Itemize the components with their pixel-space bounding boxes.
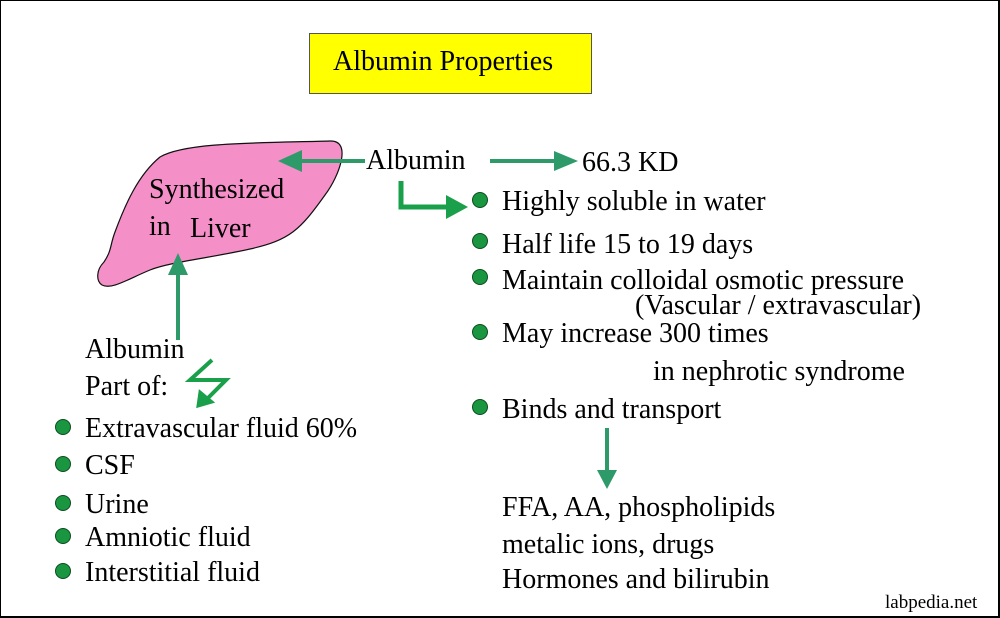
property-item: Half life 15 to 19 days [502, 229, 754, 260]
property-subtext: (Vascular / extravascular) [635, 290, 922, 321]
watermark: labpedia.net [885, 592, 978, 613]
property-item: Binds and transport [502, 394, 722, 425]
bullet-icon [55, 419, 71, 435]
bullet-icon [55, 456, 71, 472]
property-subtext: in nephrotic syndrome [653, 356, 905, 387]
bullet-icon [472, 399, 488, 415]
bullet-icon [55, 563, 71, 579]
albumin-center-label: Albumin [366, 145, 466, 176]
bullet-icon [472, 192, 488, 208]
part-of-label-line2: Part of: [85, 371, 169, 402]
bullet-icon [472, 269, 488, 285]
part-of-item: Extravascular fluid 60% [85, 413, 358, 444]
part-of-item: Interstitial fluid [85, 557, 260, 588]
binds-item: FFA, AA, phospholipids [502, 492, 776, 523]
binds-item: Hormones and bilirubin [502, 564, 770, 595]
title-box [309, 33, 592, 94]
arrow-down-to-binds-icon [597, 428, 617, 489]
bent-arrow-icon [398, 181, 468, 219]
bullet-icon [472, 324, 488, 340]
bullet-icon [55, 528, 71, 544]
arrow-to-molecular-weight-icon [490, 151, 578, 171]
liver-shape-icon [97, 140, 343, 287]
bullet-icon [55, 495, 71, 511]
liver-label-liver: Liver [190, 213, 251, 244]
part-of-item: Urine [85, 489, 149, 520]
molecular-weight: 66.3 KD [582, 147, 679, 178]
bullet-icon [472, 233, 488, 249]
page-title: Albumin Properties [333, 46, 554, 77]
property-item: Highly soluble in water [502, 186, 766, 217]
property-item: May increase 300 times [502, 318, 769, 349]
lightning-arrow-icon [184, 358, 231, 409]
property-item: Maintain colloidal osmotic pressure [502, 265, 905, 296]
arrow-to-liver-icon [278, 150, 365, 172]
liver-label-line1: Synthesized [149, 174, 285, 205]
part-of-item: CSF [85, 450, 135, 481]
part-of-label-line1: Albumin [85, 334, 185, 365]
binds-item: metalic ions, drugs [502, 529, 715, 560]
arrow-up-to-liver-icon [168, 253, 188, 340]
liver-label-in: in [149, 211, 171, 242]
part-of-item: Amniotic fluid [85, 522, 251, 553]
